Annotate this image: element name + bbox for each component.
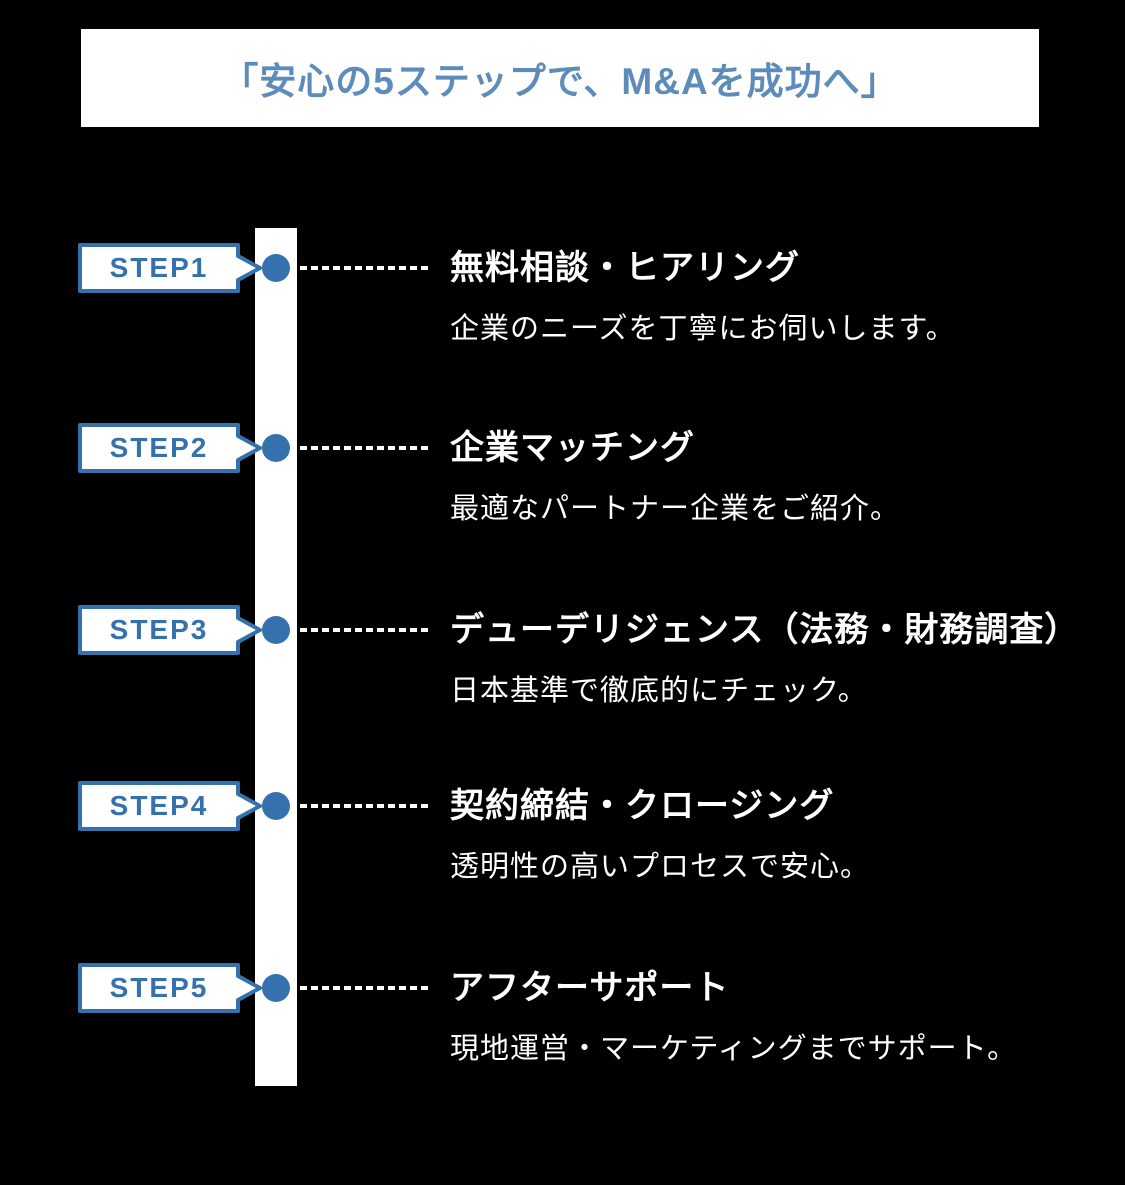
page-title: 「安心の5ステップで、M&Aを成功へ」 — [221, 61, 899, 102]
step-tag-2: STEP2 — [78, 423, 262, 473]
dotted-connector — [300, 804, 430, 808]
dotted-connector — [300, 628, 430, 632]
step-tag-arrow-shape — [78, 963, 262, 1013]
step-tag-arrow-shape — [78, 605, 262, 655]
dotted-connector — [300, 266, 430, 270]
step-tag-3: STEP3 — [78, 605, 262, 655]
step-title: 契約締結・クロージング — [450, 787, 835, 825]
step-tag-label: STEP1 — [109, 252, 209, 283]
timeline-dot — [262, 792, 290, 820]
step-title: デューデリジェンス（法務・財務調査） — [450, 611, 1080, 649]
step-title: 無料相談・ヒアリング — [450, 249, 800, 287]
step-row-3: STEP3 デューデリジェンス（法務・財務調査） 日本基準で徹底的にチェック。 — [0, 603, 1125, 723]
header-banner: 「安心の5ステップで、M&Aを成功へ」 — [81, 29, 1039, 127]
dotted-connector — [300, 446, 430, 450]
step-description: 透明性の高いプロセスで安心。 — [450, 851, 871, 883]
step-row-2: STEP2 企業マッチング 最適なパートナー企業をご紹介。 — [0, 421, 1125, 541]
step-tag-1: STEP1 — [78, 243, 262, 293]
step-tag-label: STEP5 — [109, 972, 209, 1003]
timeline-track — [255, 228, 297, 1086]
timeline-dot — [262, 616, 290, 644]
timeline-dot — [262, 974, 290, 1002]
step-description: 現地運営・マーケティングまでサポート。 — [450, 1033, 1018, 1065]
step-description: 最適なパートナー企業をご紹介。 — [450, 493, 901, 525]
step-row-4: STEP4 契約締結・クロージング 透明性の高いプロセスで安心。 — [0, 779, 1125, 899]
step-tag-arrow-shape — [78, 243, 262, 293]
step-description: 日本基準で徹底的にチェック。 — [450, 675, 868, 707]
timeline-dot — [262, 434, 290, 462]
step-title: アフターサポート — [450, 969, 730, 1007]
step-tag-label: STEP3 — [109, 614, 209, 645]
step-row-1: STEP1 無料相談・ヒアリング 企業のニーズを丁寧にお伺いします。 — [0, 241, 1125, 361]
step-description: 企業のニーズを丁寧にお伺いします。 — [450, 313, 956, 345]
step-tag-arrow-shape — [78, 423, 262, 473]
step-tag-4: STEP4 — [78, 781, 262, 831]
step-tag-label: STEP4 — [109, 790, 209, 821]
step-title: 企業マッチング — [450, 429, 695, 467]
step-tag-5: STEP5 — [78, 963, 262, 1013]
step-row-5: STEP5 アフターサポート 現地運営・マーケティングまでサポート。 — [0, 961, 1125, 1081]
timeline-dot — [262, 254, 290, 282]
step-tag-arrow-shape — [78, 781, 262, 831]
dotted-connector — [300, 986, 430, 990]
step-tag-label: STEP2 — [109, 432, 209, 463]
